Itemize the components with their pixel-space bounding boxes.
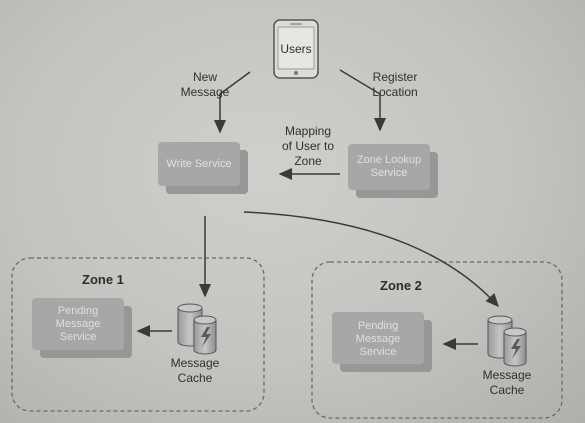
new-message-label: New Message	[170, 70, 240, 100]
pending-message-service-2-box	[332, 312, 432, 372]
cache-2-line-1: Message	[482, 368, 532, 382]
arrow-users-to-write	[214, 71, 251, 134]
pending-1-line-3: Service	[59, 331, 97, 343]
zone-1-boundary	[11, 257, 265, 412]
pending-1-line-1: Pending	[57, 305, 99, 317]
arrow-write-to-cache-2	[243, 211, 500, 308]
write-service-box	[158, 142, 248, 194]
cache-1-line-1: Message	[170, 356, 220, 370]
cache-1-line-2: Cache	[177, 371, 213, 385]
zone-2-title: Zone 2	[380, 278, 422, 293]
pending-1-line-2: Message	[55, 318, 101, 330]
register-location-line-2: Location	[372, 85, 418, 99]
zone-lookup-service-box	[348, 144, 438, 198]
zone-lookup-label: Zone Lookup Service	[348, 154, 430, 180]
new-message-line-1: New	[192, 70, 217, 84]
mapping-line-3: Zone	[294, 154, 322, 168]
pending-2-line-3: Service	[359, 346, 397, 358]
register-location-label: Register Location	[360, 70, 430, 100]
arrow-users-to-zone-lookup	[339, 69, 386, 132]
pending-1-label: Pending Message Service	[32, 305, 124, 344]
mapping-label: Mapping of User to Zone	[270, 124, 346, 169]
register-location-line-1: Register	[372, 70, 418, 84]
zone-1-title: Zone 1	[82, 272, 124, 287]
cache-1-label: Message Cache	[160, 356, 230, 386]
mapping-line-2: of User to	[281, 139, 335, 153]
users-label: Users	[280, 42, 312, 56]
users-phone-icon	[273, 19, 319, 79]
pending-message-service-1-box	[32, 298, 132, 358]
zone-lookup-line-1: Zone Lookup	[356, 154, 422, 166]
mapping-line-1: Mapping	[284, 124, 332, 138]
pending-2-label: Pending Message Service	[332, 320, 424, 359]
pending-2-line-2: Message	[355, 333, 401, 345]
zone-lookup-line-2: Service	[370, 167, 408, 179]
zone-2-boundary	[311, 261, 563, 419]
new-message-line-2: Message	[180, 85, 230, 99]
cache-2-label: Message Cache	[472, 368, 542, 398]
message-cache-1-icon	[177, 303, 217, 355]
cache-2-line-2: Cache	[489, 383, 525, 397]
message-cache-2-icon	[487, 315, 527, 367]
pending-2-line-1: Pending	[357, 320, 399, 332]
write-service-label: Write Service	[166, 158, 232, 170]
